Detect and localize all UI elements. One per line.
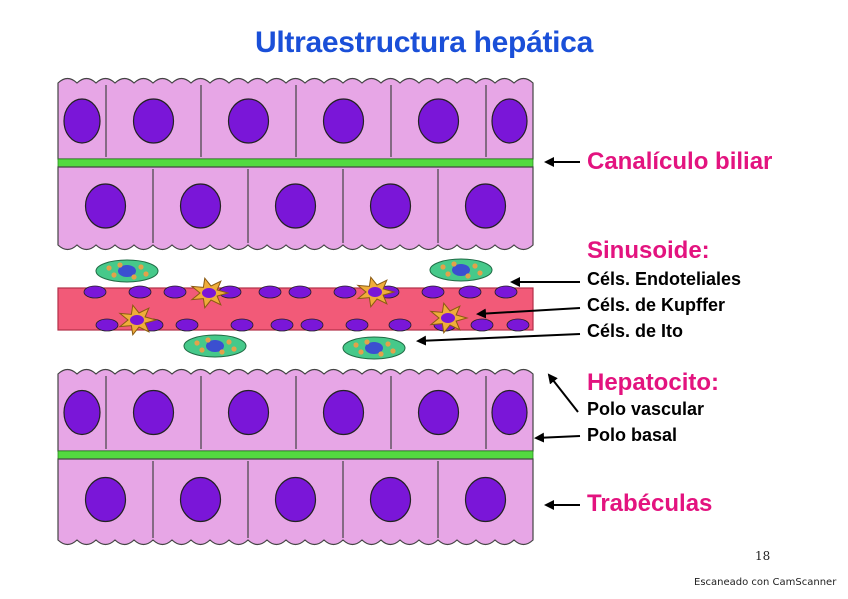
ito-lipid-droplet — [138, 264, 144, 270]
hepatocyte-nucleus — [132, 98, 175, 144]
ito-lipid-droplet — [106, 265, 112, 271]
label-sinusoide: Sinusoide: — [587, 237, 710, 264]
label-canaliculo-biliar: Canalículo biliar — [587, 148, 773, 175]
ito-lipid-droplet — [117, 262, 123, 268]
hepatocyte-nucleus — [132, 389, 175, 436]
hepatocyte-nucleus — [227, 389, 270, 436]
bile-canaliculus-lower — [57, 450, 534, 460]
endothelial-cell — [494, 285, 518, 299]
ito-lipid-droplet — [226, 339, 232, 345]
label-hepatocito: Hepatocito: — [587, 369, 719, 396]
endothelial-cell — [300, 318, 324, 332]
ito-nucleus — [206, 340, 224, 352]
hepatocyte-nucleus — [417, 389, 460, 436]
hepatocyte-nucleus — [84, 476, 127, 523]
ito-lipid-droplet — [199, 347, 205, 353]
endothelial-cell — [470, 318, 494, 332]
hepatocyte-nucleus — [227, 98, 270, 144]
endothelial-cell — [230, 318, 254, 332]
hepatocyte-nucleus — [491, 389, 528, 436]
hepatocyte-nucleus — [369, 476, 412, 523]
hepatocyte-nucleus — [369, 183, 412, 229]
endothelial-cell — [421, 285, 445, 299]
endothelial-cell — [95, 318, 119, 332]
hepatocyte-nucleus — [417, 98, 460, 144]
ito-lipid-droplet — [364, 339, 370, 345]
endothelial-cell — [345, 318, 369, 332]
label-polo-basal: Polo basal — [587, 425, 678, 445]
ito-lipid-droplet — [194, 340, 200, 346]
hepatocyte-nucleus — [84, 183, 127, 229]
ito-lipid-droplet — [390, 348, 396, 354]
kupffer-nucleus — [202, 288, 216, 298]
ito-lipid-droplet — [131, 274, 137, 280]
bile-canaliculus-upper — [57, 158, 534, 168]
ito-lipid-droplet — [440, 264, 446, 270]
pointer-arrow — [534, 432, 581, 443]
endothelial-cell — [506, 318, 530, 332]
ito-lipid-droplet — [378, 351, 384, 357]
label-trabeculas: Trabéculas — [587, 490, 713, 517]
endothelial-cell — [288, 285, 312, 299]
endothelial-cell — [270, 318, 294, 332]
ito-lipid-droplet — [445, 271, 451, 277]
endothelial-cell — [333, 285, 357, 299]
ito-lipid-droplet — [472, 263, 478, 269]
hepatocyte-nucleus — [274, 183, 317, 229]
page-number: 18 — [755, 549, 771, 563]
pointer-arrow — [476, 307, 581, 319]
label-polo-vascular: Polo vascular — [587, 399, 705, 419]
hepatocyte-nucleus — [464, 183, 507, 229]
ito-lipid-droplet — [111, 272, 117, 278]
ito-lipid-droplet — [451, 261, 457, 267]
endothelial-cell — [163, 285, 187, 299]
ito-lipid-droplet — [219, 349, 225, 355]
endothelial-cell — [83, 285, 107, 299]
hepatocyte-nucleus — [491, 98, 528, 144]
ito-lipid-droplet — [465, 273, 471, 279]
hepatocyte-nucleus — [179, 476, 222, 523]
endothelial-cell — [175, 318, 199, 332]
ito-lipid-droplet — [231, 346, 237, 352]
ito-nucleus — [118, 265, 136, 277]
endothelial-cell — [258, 285, 282, 299]
hepatocyte-nucleus — [63, 98, 101, 144]
kupffer-nucleus — [441, 313, 455, 323]
label-cels-ito: Céls. de Ito — [587, 321, 684, 341]
kupffer-nucleus — [368, 287, 382, 297]
hepatocyte-nucleus — [179, 183, 222, 229]
hepatocyte-nucleus — [63, 389, 101, 436]
sinusoid — [57, 275, 534, 337]
pointer-arrow — [416, 333, 581, 346]
ito-lipid-droplet — [143, 271, 149, 277]
label-cels-kupffer: Céls. de Kupffer — [587, 295, 726, 315]
endothelial-cell — [458, 285, 482, 299]
ito-lipid-droplet — [477, 270, 483, 276]
ito-nucleus — [452, 264, 470, 276]
ito-lipid-droplet — [353, 342, 359, 348]
kupffer-nucleus — [130, 315, 144, 325]
ito-lipid-droplet — [358, 349, 364, 355]
hepatocyte-nucleus — [322, 389, 365, 436]
endothelial-cell — [388, 318, 412, 332]
scanner-watermark: Escaneado con CamScanner — [694, 577, 837, 588]
hepatocyte-nucleus — [274, 476, 317, 523]
ito-nucleus — [365, 342, 383, 354]
endothelial-cell — [128, 285, 152, 299]
hepatocyte-nucleus — [464, 476, 507, 523]
label-cels-endoteliales: Céls. Endoteliales — [587, 269, 742, 289]
hepatocyte-nucleus — [322, 98, 365, 144]
pointer-arrow — [547, 373, 579, 413]
ito-lipid-droplet — [385, 341, 391, 347]
page-title: Ultraestructura hepática — [255, 26, 593, 59]
ito-lipid-droplet — [205, 337, 211, 343]
